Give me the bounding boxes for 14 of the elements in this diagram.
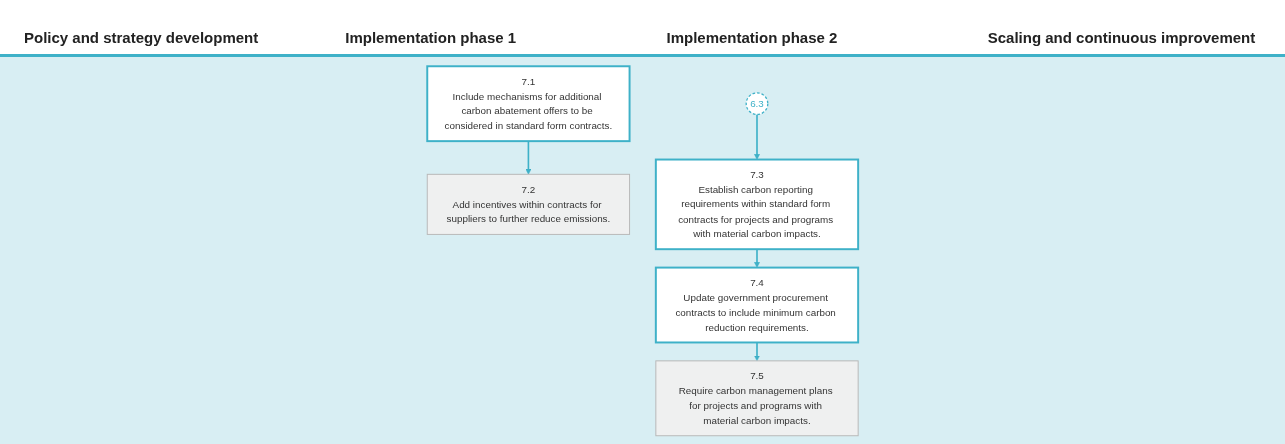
node-box: 7.4 Update government procurement contracts to include minimum carbon reduction requirements. xyxy=(654,266,859,343)
arrow xyxy=(753,113,760,160)
arrow xyxy=(753,341,760,361)
node-box: 7.2 Add incentives within contracts for suppliers to further reduce emissions. xyxy=(426,173,630,235)
arrow xyxy=(525,139,532,175)
column-heading: Scaling and continuous improvement xyxy=(986,29,1257,48)
column-heading: Policy and strategy development xyxy=(23,29,260,48)
column-heading: Implementation phase 2 xyxy=(665,29,839,48)
arrow xyxy=(753,247,760,268)
node-box: 7.1 Include mechanisms for additional carbon abatement offers to be considered in standard form contracts. xyxy=(426,64,631,142)
node-box: 7.3 Establish carbon reporting requirements within standard form contracts for projects and programs with material carbon impacts. xyxy=(654,158,859,250)
node-box: 7.5 Require carbon management plans for projects and programs with material carbon impacts. xyxy=(655,359,859,436)
node-circle: 6.3 xyxy=(745,91,769,115)
column-heading: Implementation phase 1 xyxy=(344,29,518,48)
